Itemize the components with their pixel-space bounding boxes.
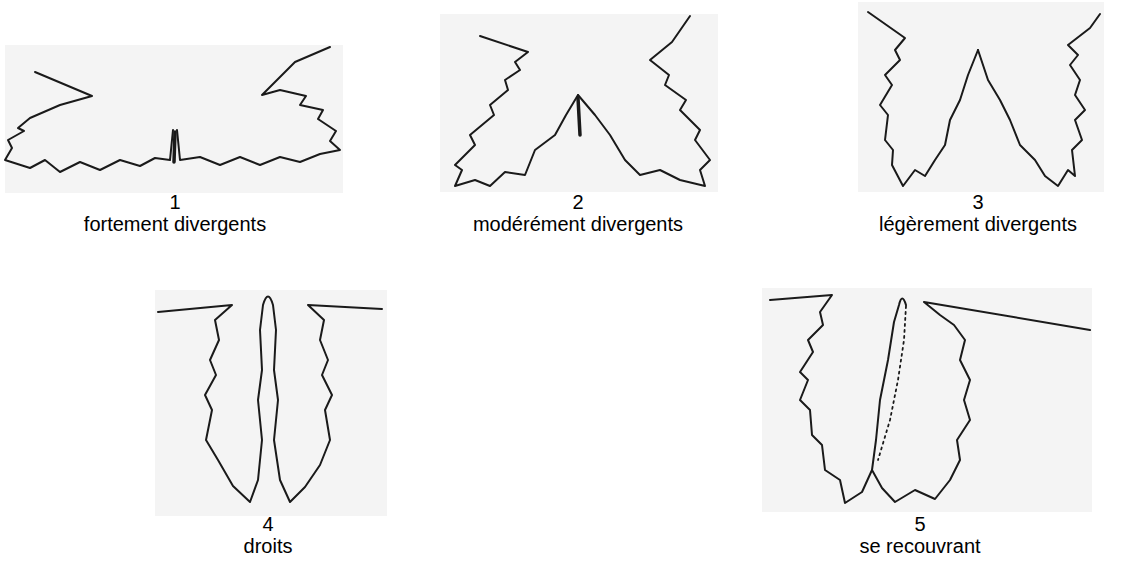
caption-label: modérément divergents <box>473 212 683 236</box>
callout-number: 3 <box>972 190 983 214</box>
leaf-lobe <box>578 16 710 186</box>
callout-number: 2 <box>572 190 583 214</box>
caption-label: droits <box>244 534 293 558</box>
caption-label: se recouvrant <box>859 534 980 558</box>
panel-ground <box>5 45 343 193</box>
leaf-lobe <box>5 72 173 172</box>
caption-label: fortement divergents <box>84 212 266 236</box>
panel-ground <box>440 14 718 192</box>
leaf-lobe <box>872 302 1090 502</box>
leaf-lobe <box>868 12 978 186</box>
callout-number: 1 <box>169 190 180 214</box>
leaf-lobe <box>770 295 906 503</box>
leaf-lobe <box>978 14 1100 186</box>
panel-ground <box>762 288 1092 512</box>
leaf-lobe <box>177 47 340 165</box>
petiole <box>578 98 580 135</box>
caption-label: légèrement divergents <box>879 212 1077 236</box>
leaf-lobe <box>455 36 578 186</box>
callout-number: 4 <box>262 512 273 536</box>
petiole <box>174 132 175 162</box>
hidden-edge <box>878 306 906 460</box>
leaf-lobe <box>158 297 382 503</box>
callout-number: 5 <box>914 512 925 536</box>
panel-ground <box>858 2 1104 192</box>
panel-ground <box>155 290 387 516</box>
